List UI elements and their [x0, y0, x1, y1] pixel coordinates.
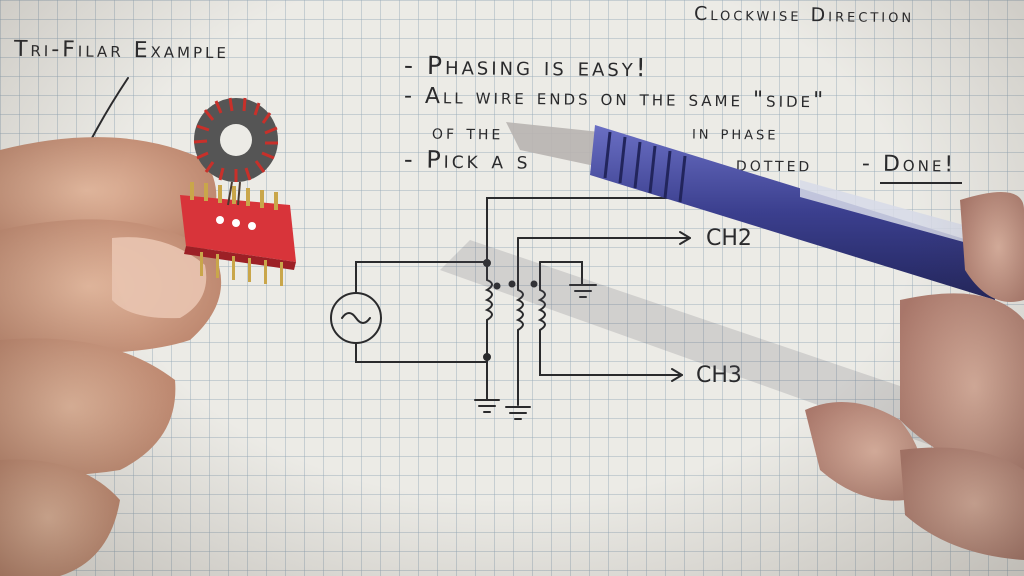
ground-icon-right [569, 284, 597, 298]
ch2-arrow-icon [679, 231, 691, 245]
ch2-label: CH2 [706, 226, 752, 251]
ground-icon-mid [505, 406, 531, 420]
ch3-arrow-icon [671, 368, 683, 382]
top-feed-wire [486, 197, 701, 264]
pen [506, 122, 1000, 300]
primary-coil [484, 267, 493, 357]
pcb-board [180, 182, 296, 286]
ch3-label: CH3 [696, 363, 742, 388]
left-hand [0, 137, 222, 576]
pen-barrel [590, 125, 1000, 300]
thumbnail [112, 237, 207, 319]
ground-icon-left [474, 356, 500, 413]
pointer-line [91, 77, 129, 139]
right-hand [805, 192, 1024, 560]
sine-wave-icon [341, 312, 371, 324]
secondary-coil-1 [515, 237, 524, 406]
toroid-transformer [193, 97, 278, 206]
coil2-top-wire [539, 261, 583, 286]
pen-clip [800, 180, 1000, 252]
secondary-coil-2 [537, 261, 683, 376]
pen-tip [506, 122, 604, 168]
done-underline [880, 182, 962, 184]
